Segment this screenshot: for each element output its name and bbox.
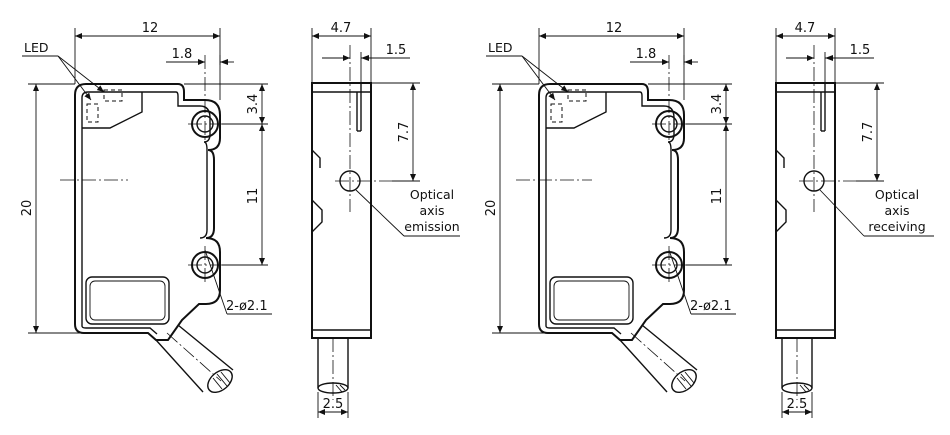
emitter-hole-offset-dim: 1.8 xyxy=(172,47,193,62)
receiver-side-width-dim: 4.7 xyxy=(795,21,816,36)
emitter-front-cable xyxy=(155,324,234,394)
emitter-axis-label-1: Optical xyxy=(410,187,454,202)
receiver-led-2-icon xyxy=(567,89,587,102)
receiver-side-view: 4.7 1.5 7.7 2.5 Optical axis receiving xyxy=(775,21,934,418)
emitter-hole-callout: 2-ø2.1 xyxy=(226,299,268,314)
emitter-top-hole-dim: 3.4 xyxy=(246,94,261,115)
emitter-axis-height-dim: 7.7 xyxy=(397,122,412,143)
receiver-axis-label-1: Optical xyxy=(875,187,919,202)
receiver-axis-height-dim: 7.7 xyxy=(861,122,876,143)
emitter-top-hole-icon xyxy=(188,55,222,142)
emitter-axis-label-2: axis xyxy=(419,203,444,218)
receiver-cable-dim: 2.5 xyxy=(787,397,808,412)
receiver-axis-label-2: axis xyxy=(884,203,909,218)
emitter-drawing: 12 1.8 3.4 11 20 LED xyxy=(20,21,460,418)
emitter-bottom-hole-icon xyxy=(188,246,222,285)
receiver-lower-window xyxy=(549,276,634,325)
receiver-hole-spacing-dim: 11 xyxy=(710,188,725,205)
emitter-side-view: 4.7 1.5 7.7 2.5 Optical axis emission xyxy=(311,21,460,418)
emitter-led-window xyxy=(82,92,143,129)
emitter-hole-spacing-dim: 11 xyxy=(246,188,261,205)
receiver-axis-label-3: receiving xyxy=(868,219,925,234)
receiver-hole-callout: 2-ø2.1 xyxy=(690,299,732,314)
emitter-side-cable xyxy=(317,338,349,400)
emitter-axis-label-3: emission xyxy=(404,219,459,234)
receiver-led-window xyxy=(546,92,607,129)
receiver-front-view: 12 1.8 3.4 11 20 LED 2-ø2.1 xyxy=(484,21,736,394)
emitter-cable-dim: 2.5 xyxy=(323,397,344,412)
receiver-front-inner-outline xyxy=(545,91,675,239)
emitter-lens-offset-dim: 1.5 xyxy=(386,43,407,58)
receiver-led-1-icon xyxy=(550,103,563,123)
receiver-lens-offset-dim: 1.5 xyxy=(850,43,871,58)
emitter-width-dim: 12 xyxy=(142,21,159,36)
receiver-height-dim: 20 xyxy=(484,200,499,217)
receiver-side-body xyxy=(775,82,836,339)
receiver-side-cable xyxy=(781,338,813,400)
receiver-bottom-hole-icon xyxy=(652,246,686,285)
receiver-led-label: LED xyxy=(488,40,513,55)
receiver-drawing: 12 1.8 3.4 11 20 LED 2-ø2.1 xyxy=(484,21,934,418)
receiver-front-cable xyxy=(619,324,698,394)
receiver-top-hole-dim: 3.4 xyxy=(710,94,725,115)
emitter-lower-window xyxy=(85,276,170,325)
receiver-hole-offset-dim: 1.8 xyxy=(636,47,657,62)
emitter-led-label: LED xyxy=(24,40,49,55)
emitter-height-dim: 20 xyxy=(20,200,35,217)
emitter-side-body xyxy=(311,82,372,339)
emitter-front-body-outline xyxy=(74,83,221,341)
receiver-width-dim: 12 xyxy=(606,21,623,36)
receiver-front-body-outline xyxy=(538,83,685,341)
receiver-top-hole-icon xyxy=(652,55,686,142)
emitter-front-view: 12 1.8 3.4 11 20 LED xyxy=(20,21,272,394)
emitter-led-2-icon xyxy=(103,89,123,102)
emitter-led-1-icon xyxy=(86,103,99,123)
emitter-front-inner-outline xyxy=(81,91,211,239)
emitter-side-width-dim: 4.7 xyxy=(331,21,352,36)
